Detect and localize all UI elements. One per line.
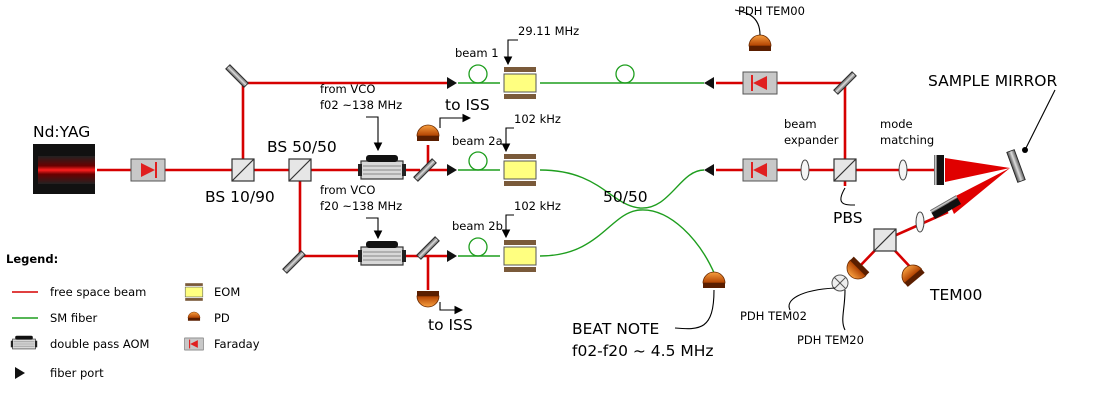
- beat-note-label: BEAT NOTE: [572, 320, 659, 338]
- photodiode-iss-top: [416, 124, 440, 142]
- eom-beam1: [503, 66, 537, 100]
- fiber-port-beam2a: [447, 164, 457, 176]
- pdh-tem00-label: PDH TEM00: [738, 4, 805, 18]
- faraday-isolator-1: [130, 158, 166, 182]
- beam-splitter-50-50: [288, 158, 312, 182]
- vco1-line1: from VCO: [320, 82, 375, 96]
- pbs-cube: [873, 228, 897, 252]
- legend-eom-icon: [184, 282, 204, 302]
- fiber-port-out-beam1: [704, 77, 714, 89]
- sample-mirror: [1006, 149, 1026, 183]
- faraday-isolator-2: [742, 71, 778, 95]
- cavity-beams: [945, 158, 1010, 214]
- aom-f02: [357, 154, 407, 180]
- photodiode-beat-note: [702, 271, 726, 289]
- freq-beam1-label: 29.11 MHz: [518, 24, 579, 38]
- beam-splitter-cube: [833, 158, 857, 182]
- legend-title: Legend:: [6, 252, 58, 266]
- to-iss-top-label: to ISS: [445, 96, 490, 114]
- legend-faraday-icon: [184, 337, 204, 351]
- photodiode-iss-bottom: [416, 290, 440, 308]
- beat-note-freq-label: f02-f20 ~ 4.5 MHz: [572, 342, 714, 360]
- legend-pd-icon: [187, 311, 201, 322]
- cavity-input-mirror-2: [930, 195, 961, 219]
- beam1-label: beam 1: [455, 46, 499, 60]
- freq-beam2a-label: 102 kHz: [514, 112, 561, 126]
- pdh-tem02-label: PDH TEM02: [740, 309, 807, 323]
- legend-aom-icon: [10, 335, 38, 350]
- mode-matching-line1: mode: [880, 117, 913, 131]
- fiber-coil-beam2b: [468, 237, 488, 257]
- fiber-coil-beam1-mid: [615, 64, 635, 84]
- vco2-line1: from VCO: [320, 183, 375, 197]
- legend-eom: EOM: [214, 285, 240, 299]
- beam-expander-line2: expander: [784, 133, 839, 147]
- legend-fiber-port: fiber port: [50, 366, 104, 380]
- fiber-coil-beam2a: [468, 151, 488, 171]
- fibers: [539, 82, 716, 276]
- legend-fiber-port-icon: [15, 367, 25, 379]
- bs-10-90-label: BS 10/90: [205, 188, 275, 206]
- beam2b-label: beam 2b: [452, 219, 503, 233]
- legend-faraday: Faraday: [214, 337, 260, 351]
- faraday-isolator-3: [742, 158, 778, 182]
- pbs-label: PBS: [833, 209, 863, 227]
- to-iss-bottom-label: to ISS: [428, 316, 473, 334]
- lens-mode-matching: [898, 159, 908, 181]
- fiber-port-beam2b: [447, 250, 457, 262]
- mode-matching-line2: matching: [880, 133, 934, 147]
- mirror-top-left: [225, 64, 249, 88]
- fiber-port-beam1: [447, 77, 457, 89]
- sample-mirror-label: SAMPLE MIRROR: [928, 72, 1057, 90]
- pdh-tem20-label: PDH TEM20: [797, 333, 864, 347]
- photodiode-tem00: [897, 260, 926, 288]
- beam-splitter-10-90: [231, 158, 255, 182]
- tem00-label: TEM00: [929, 286, 982, 304]
- eom-beam2a: [503, 153, 537, 187]
- vco2-line2: f20 ~138 MHz: [320, 199, 402, 213]
- freq-beam2b-label: 102 kHz: [514, 199, 561, 213]
- fiber-port-out-beam2: [704, 164, 714, 176]
- lens-return: [915, 211, 925, 233]
- legend-free-space-beam: free space beam: [50, 285, 146, 299]
- legend-double-pass-aom: double pass AOM: [50, 337, 149, 351]
- legend-sm-fiber: SM fiber: [50, 311, 97, 325]
- aom-f20: [357, 240, 407, 266]
- fiber-coil-beam1: [468, 64, 488, 84]
- beam-expander-line1: beam: [784, 117, 817, 131]
- beam2a-label: beam 2a: [452, 134, 503, 148]
- laser-label: Nd:YAG: [33, 123, 90, 141]
- photodiode-pdh-tem00: [748, 34, 772, 52]
- legend-pd: PD: [214, 311, 230, 325]
- vco1-line2: f02 ~138 MHz: [320, 98, 402, 112]
- coupler-label: 50/50: [603, 188, 648, 206]
- nd-yag-laser: Nd:YAG: [33, 123, 95, 194]
- legend: Legend: free space beam SM fiber double …: [6, 252, 260, 380]
- eom-beam2b: [503, 239, 537, 273]
- mirror-bottom-left: [282, 250, 306, 274]
- bs-50-50-label: BS 50/50: [267, 138, 337, 156]
- cavity-input-mirror-1: [934, 155, 944, 185]
- lens-expander: [800, 159, 810, 181]
